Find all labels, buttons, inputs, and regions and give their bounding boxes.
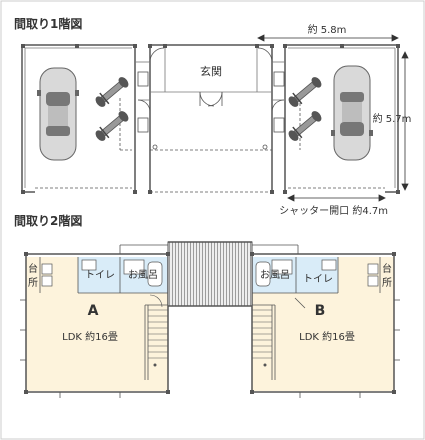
unit-a: 台 所 トイレ お風呂 A LDK 約16畳	[25, 253, 169, 393]
motorcycle-icon	[288, 111, 322, 141]
floor1-heading: 間取り1階図	[14, 16, 82, 31]
motorcycle-icon	[95, 77, 129, 107]
width-label: 約 5.8m	[308, 23, 347, 36]
door-icon	[137, 47, 285, 113]
unit-b-kitchen-label-2: 所	[382, 277, 392, 289]
unit-a-bath-label: お風呂	[128, 269, 158, 281]
entrance-label: 玄関	[200, 64, 222, 78]
shutter-label: シャッター開口 約4.7m	[279, 204, 388, 217]
floor1-posts	[21, 44, 400, 194]
unit-a-kitchen-label-2: 所	[28, 277, 38, 289]
unit-connectors	[119, 244, 299, 254]
floor2-heading: 間取り2階図	[14, 213, 82, 228]
unit-a-letter: A	[88, 303, 99, 319]
motorcycle-icon	[288, 77, 322, 107]
car-icon	[37, 67, 79, 161]
unit-b-toilet-label: トイレ	[303, 274, 333, 285]
balcony-block	[167, 241, 253, 307]
shutter-dimension	[287, 194, 386, 202]
motorcycle-icon	[95, 111, 129, 141]
car-icon	[331, 65, 373, 161]
floor2-posts	[24, 252, 396, 394]
stair-icon	[148, 309, 168, 359]
depth-dimension	[401, 51, 409, 191]
unit-b: 台 所 お風呂 トイレ B LDK 約16畳	[251, 253, 395, 393]
unit-b-letter: B	[315, 303, 326, 319]
unit-a-ldk-label: LDK 約16畳	[62, 330, 118, 343]
unit-a-kitchen-label-1: 台	[28, 262, 38, 275]
floor1-fixtures	[137, 71, 285, 150]
unit-a-toilet-label: トイレ	[85, 270, 115, 281]
depth-label: 約 5.7m	[373, 112, 412, 125]
floor1-plan	[21, 44, 399, 193]
width-dimension	[257, 34, 399, 42]
floor1-dashed	[35, 98, 385, 193]
unit-b-kitchen-label-1: 台	[382, 262, 392, 275]
floor2-window-marks	[20, 299, 400, 398]
unit-b-ldk-label: LDK 約16畳	[299, 330, 355, 343]
unit-b-bath-label: お風呂	[260, 269, 290, 281]
stair-icon	[252, 309, 272, 359]
